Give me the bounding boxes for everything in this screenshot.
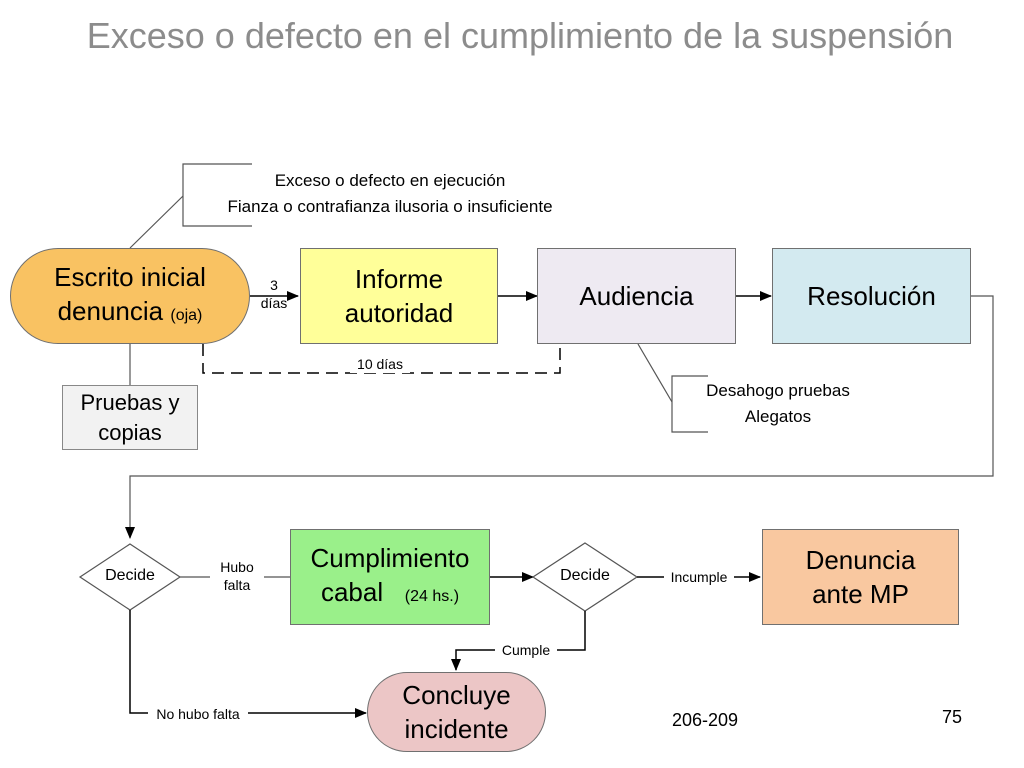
concluye-incidente-node[interactable]: Concluye incidente [367, 672, 546, 752]
pruebas-line2: copias [98, 419, 162, 445]
cumplimiento-line2-wrap: cabal (24 hs.) [321, 575, 459, 614]
diez-dias-label: 10 días [350, 355, 410, 373]
denuncia-mp-node[interactable]: Denuncia ante MP [762, 529, 959, 625]
incumple-label: Incumple [664, 568, 734, 586]
cumple-label: Cumple [495, 641, 557, 659]
callout-top-text: Exceso o defecto en ejecución Fianza o c… [180, 168, 600, 220]
escrito-inicial-node[interactable]: Escrito inicial denuncia (oja) [10, 248, 250, 344]
escrito-line1: Escrito inicial [54, 261, 206, 292]
informe-line2: autoridad [344, 298, 454, 328]
callout-audiencia-text: Desahogo pruebas Alegatos [680, 378, 876, 430]
escrito-line2: denuncia [57, 295, 164, 326]
informe-line1: Informe [354, 264, 444, 294]
hubo-falta-1: Hubo [220, 559, 254, 575]
callout-audiencia-line2: Alegatos [744, 407, 812, 426]
resolucion-node[interactable]: Resolución [772, 248, 971, 344]
concluye-line2: incidente [404, 714, 509, 744]
cumplimiento-line1: Cumplimiento [310, 542, 470, 573]
diez-dias-dashed [202, 344, 561, 374]
decide-1-label[interactable]: Decide [105, 567, 155, 584]
audiencia-label: Audiencia [579, 281, 694, 311]
pruebas-line1: Pruebas y [80, 389, 180, 415]
cumplimiento-suffix: (24 hs.) [404, 587, 460, 605]
callout-top-line1: Exceso o defecto en ejecución [274, 171, 506, 190]
page-title: Exceso o defecto en el cumplimiento de l… [86, 15, 954, 56]
callout-audiencia-line1: Desahogo pruebas [706, 381, 850, 400]
no-hubo-falta-label: No hubo falta [148, 705, 248, 723]
audiencia-node[interactable]: Audiencia [537, 248, 736, 344]
tres-dias-label: 3 días [256, 276, 292, 312]
reference-range: 206-209 [672, 710, 739, 730]
callout-audiencia-leader [637, 343, 673, 403]
decide-2-label[interactable]: Decide [560, 567, 610, 584]
resolucion-label: Resolución [807, 281, 936, 311]
concluye-line1: Concluye [402, 680, 511, 710]
hubo-falta-2: falta [223, 577, 251, 593]
escrito-suffix: (oja) [170, 306, 203, 324]
no-hubo-falta-arrow [129, 610, 367, 718]
cumplimiento-line2: cabal [320, 576, 384, 607]
callout-audiencia-bracket [671, 375, 708, 433]
cumplimiento-cabal-node[interactable]: Cumplimiento cabal (24 hs.) [290, 529, 490, 625]
pruebas-copias-node[interactable]: Pruebas y copias [62, 385, 198, 450]
tres-dias-1: 3 [270, 277, 278, 293]
callout-top-bracket [182, 163, 252, 227]
tres-dias-2: días [260, 295, 288, 311]
callout-top-line2: Fianza o contrafianza ilusoria o insufic… [227, 197, 553, 216]
informe-autoridad-node[interactable]: Informe autoridad [300, 248, 498, 344]
resolucion-decide-connector [125, 295, 994, 539]
page-number: 75 [942, 707, 963, 727]
denuncia-line1: Denuncia [805, 545, 916, 575]
denuncia-line2: ante MP [812, 579, 909, 609]
hubo-falta-label: Hubo falta [210, 558, 264, 594]
escrito-line2-wrap: denuncia (oja) [58, 294, 203, 333]
callout-top-leader [129, 195, 184, 249]
